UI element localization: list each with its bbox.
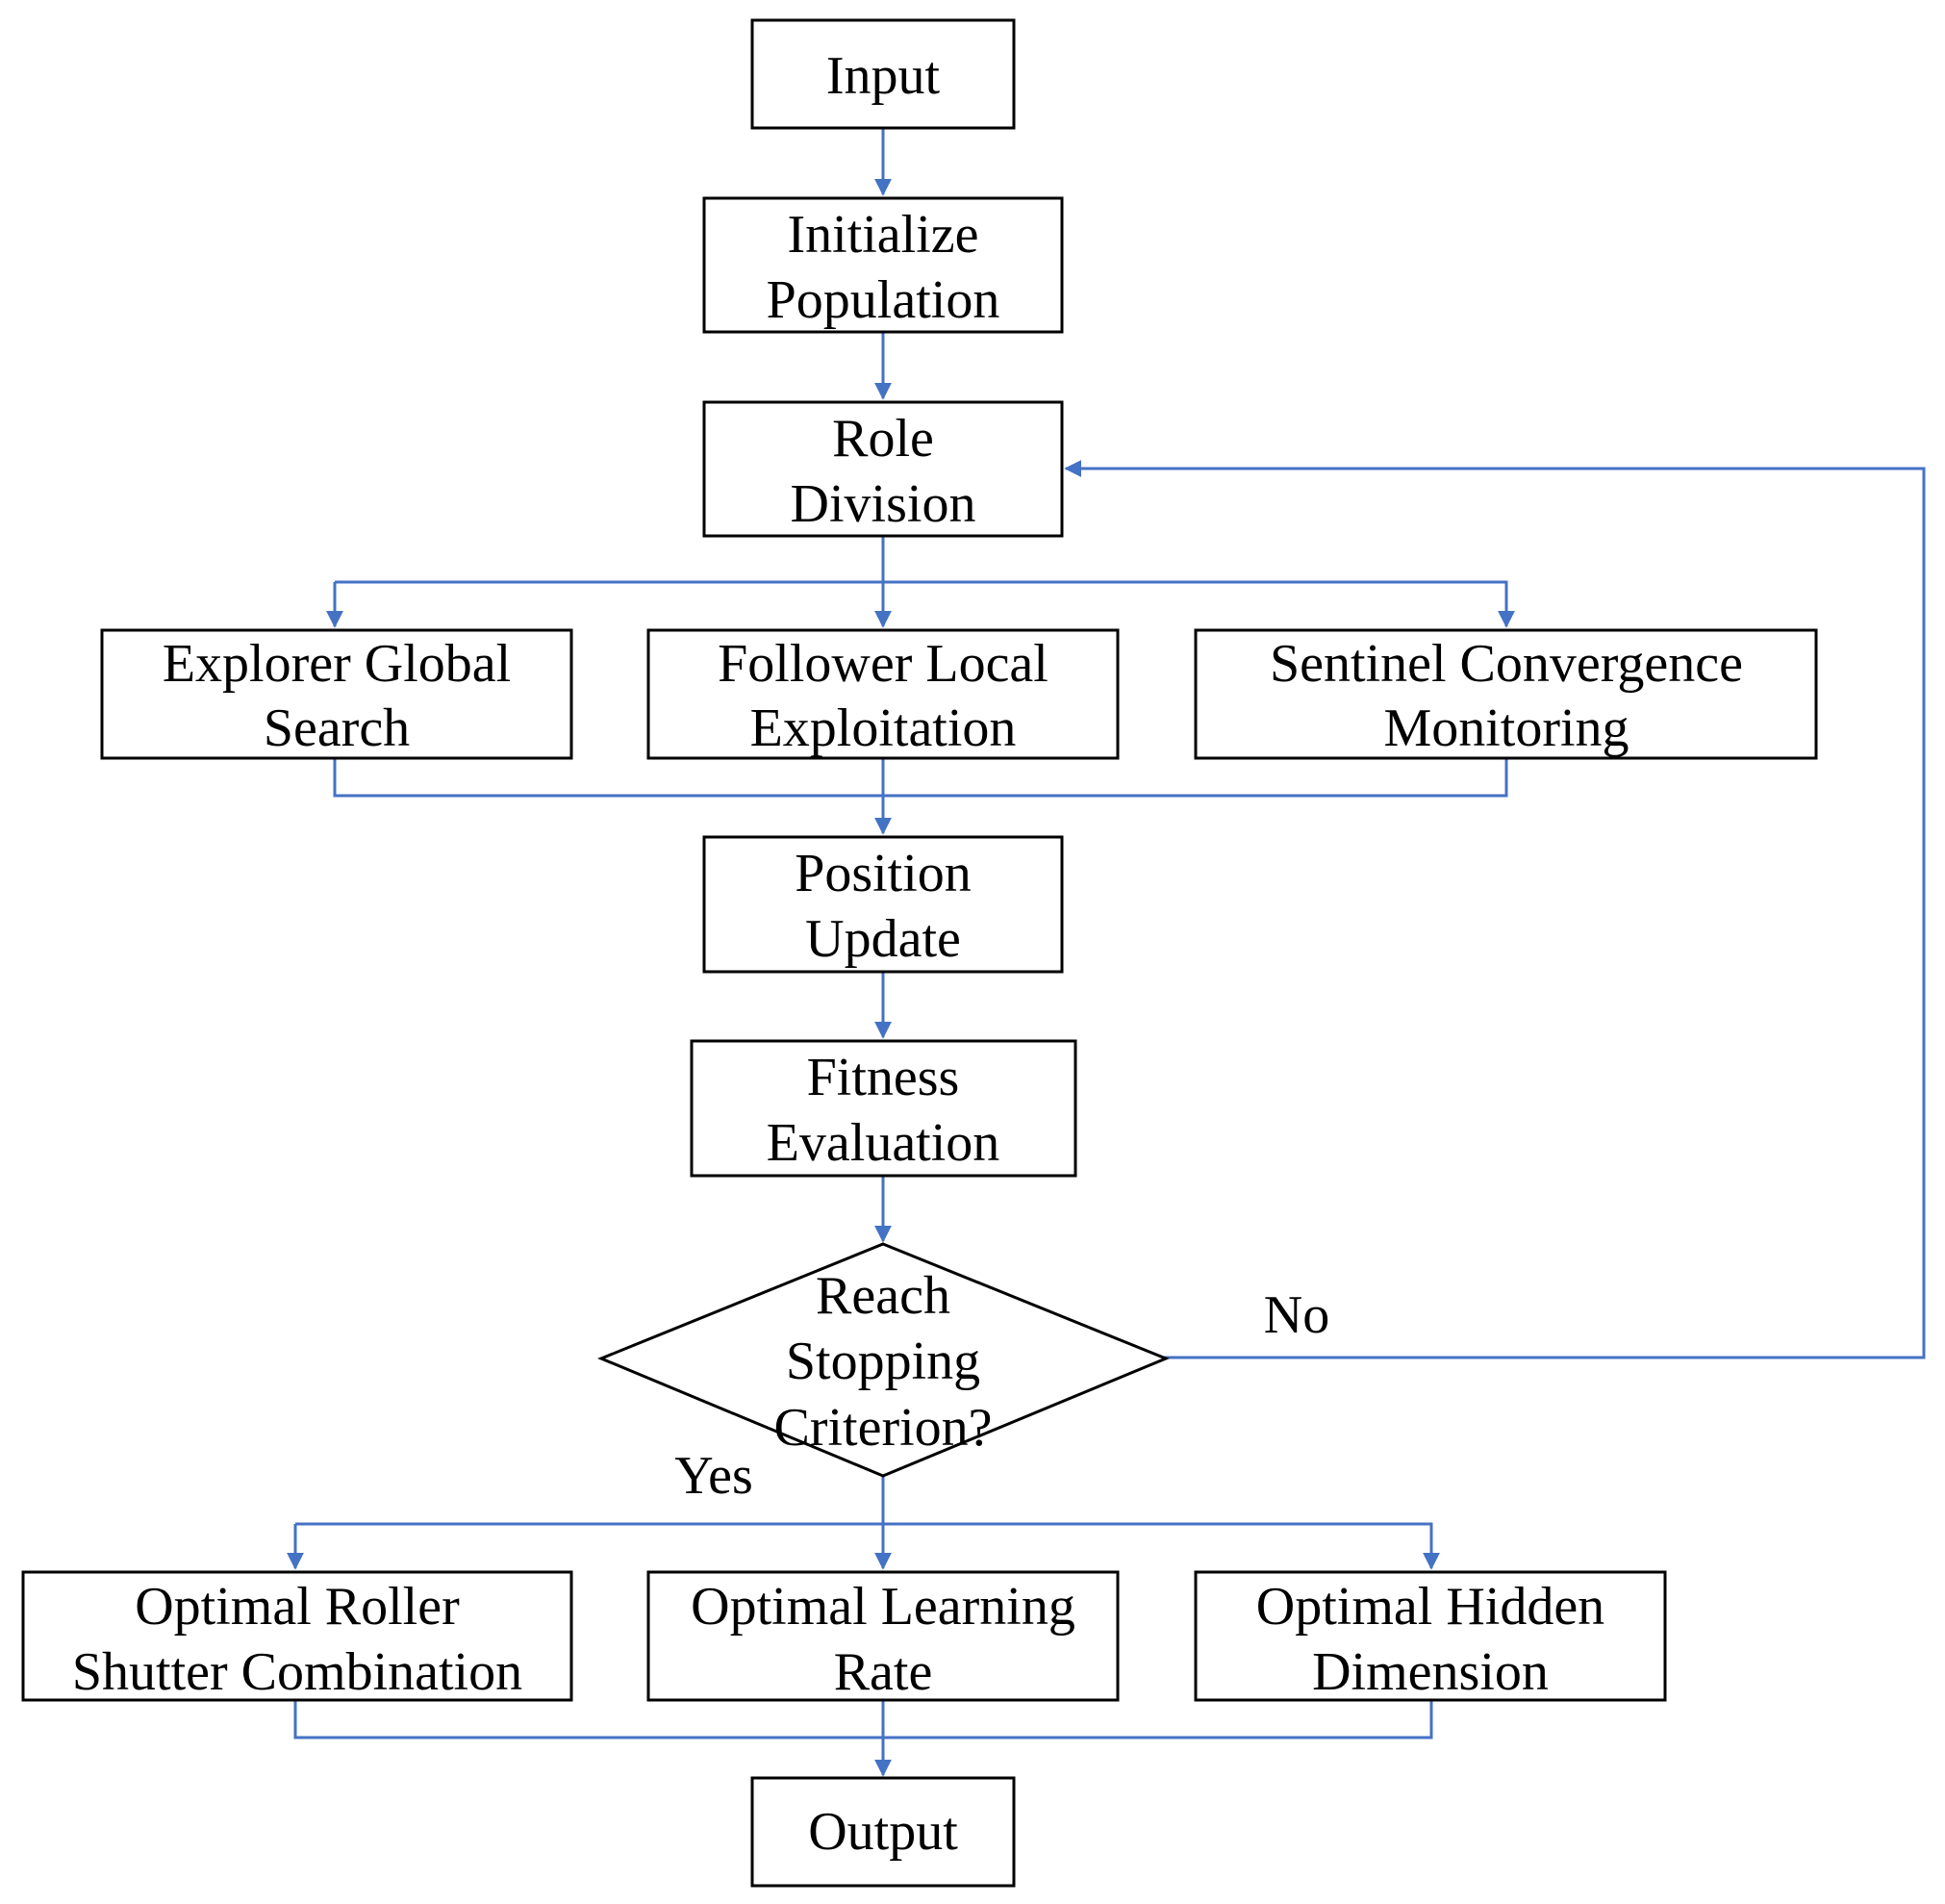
node-decision-diamond — [597, 1242, 1170, 1478]
node-fitness-label-line1: Fitness — [807, 1048, 960, 1107]
node-hidden-label-line1: Optimal Hidden — [1256, 1577, 1604, 1637]
node-decision-label-line3: Criterion? — [773, 1398, 992, 1458]
edge-optimal-merge — [293, 1700, 1433, 1739]
node-hidden-label-line2: Dimension — [1312, 1642, 1549, 1702]
node-input: Input — [750, 18, 1016, 130]
edge-split-to-hidden — [883, 1522, 1440, 1570]
node-fitness-label-line2: Evaluation — [767, 1113, 1000, 1173]
node-initialize-population: Initialize Population — [702, 196, 1064, 334]
node-position-update-label-line2: Update — [805, 909, 961, 969]
node-learning-rate-label-line1: Optimal Learning — [691, 1577, 1075, 1637]
node-roller-label-line1: Optimal Roller — [135, 1577, 460, 1637]
node-optimal-learning-rate: Optimal Learning Rate — [646, 1570, 1120, 1702]
node-follower-label-line1: Follower Local — [718, 634, 1048, 694]
node-position-update-box — [702, 835, 1064, 974]
edge-role-division-split — [335, 536, 885, 584]
node-input-label: Input — [826, 46, 941, 106]
node-learning-rate-box — [646, 1570, 1120, 1702]
node-sentinel-convergence-monitoring: Sentinel Convergence Monitoring — [1194, 628, 1818, 760]
node-fitness-evaluation: Fitness Evaluation — [690, 1039, 1077, 1178]
node-role-division: Role Division — [702, 400, 1064, 538]
edges — [287, 128, 1926, 1777]
node-hidden-box — [1194, 1570, 1667, 1702]
node-output: Output — [750, 1776, 1016, 1888]
node-decision-label-line1: Reach — [816, 1266, 950, 1326]
edge-decision-yes-split — [295, 1476, 885, 1526]
node-position-update-label-line1: Position — [795, 844, 972, 903]
edge-decision-no-loop — [1064, 460, 1926, 1359]
node-input-box — [750, 18, 1016, 130]
node-sentinel-box — [1194, 628, 1818, 760]
node-roller-label-line2: Shutter Combination — [72, 1642, 522, 1702]
node-explorer-box — [100, 628, 573, 760]
node-follower-label-line2: Exploitation — [750, 698, 1017, 758]
edge-roles-merge — [333, 758, 1508, 798]
node-position-update: Position Update — [702, 835, 1064, 974]
node-decision-label-line2: Stopping — [786, 1332, 980, 1391]
node-role-division-label-line1: Role — [832, 409, 934, 469]
node-stopping-criterion-decision: Reach Stopping Criterion? — [597, 1242, 1170, 1478]
node-role-division-box — [702, 400, 1064, 538]
edge-label-no: No — [1264, 1285, 1329, 1345]
node-fitness-box — [690, 1039, 1077, 1178]
node-initialize-label-line2: Population — [767, 270, 1000, 330]
node-sentinel-label-line2: Monitoring — [1383, 698, 1629, 758]
node-explorer-label-line1: Explorer Global — [163, 634, 511, 694]
node-initialize-box — [702, 196, 1064, 334]
node-output-box — [750, 1776, 1016, 1888]
node-explorer-global-search: Explorer Global Search — [100, 628, 573, 760]
node-explorer-label-line2: Search — [264, 698, 410, 758]
node-output-label: Output — [808, 1802, 958, 1862]
node-initialize-label-line1: Initialize — [787, 205, 978, 265]
node-role-division-label-line2: Division — [791, 474, 976, 534]
node-learning-rate-label-line2: Rate — [834, 1642, 933, 1702]
node-roller-box — [21, 1570, 573, 1702]
node-follower-box — [646, 628, 1120, 760]
edge-label-yes: Yes — [674, 1446, 752, 1506]
node-sentinel-label-line1: Sentinel Convergence — [1270, 634, 1743, 694]
node-follower-local-exploitation: Follower Local Exploitation — [646, 628, 1120, 760]
node-optimal-hidden-dimension: Optimal Hidden Dimension — [1194, 1570, 1667, 1702]
node-optimal-roller-shutter-combination: Optimal Roller Shutter Combination — [21, 1570, 573, 1702]
edge-split-to-sentinel — [883, 580, 1515, 628]
